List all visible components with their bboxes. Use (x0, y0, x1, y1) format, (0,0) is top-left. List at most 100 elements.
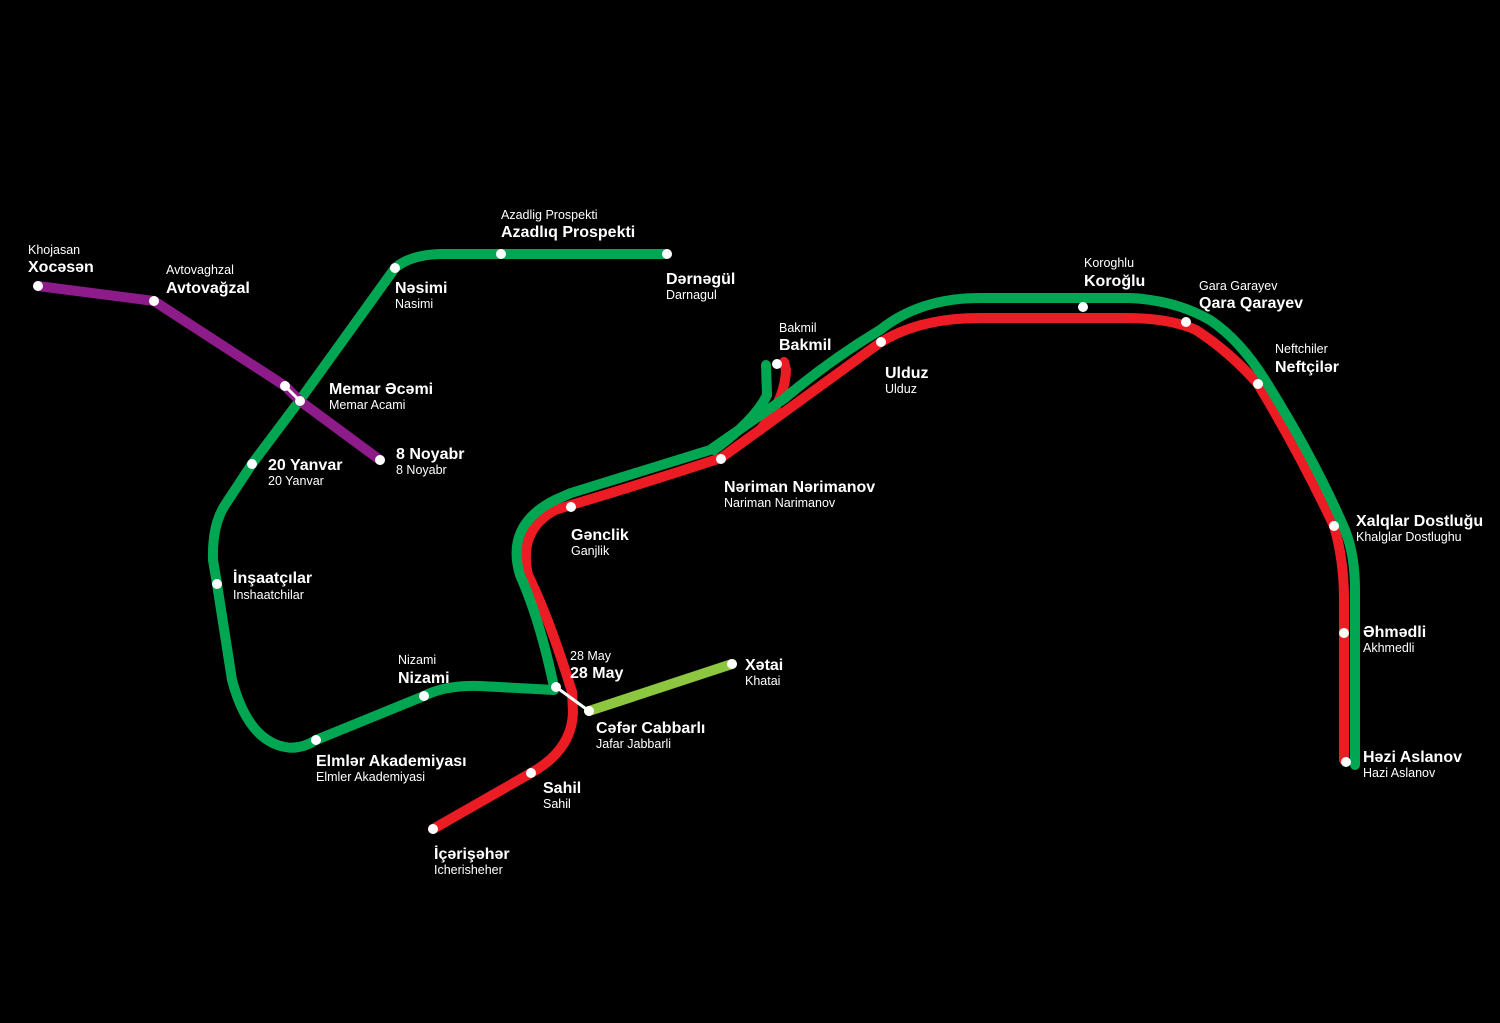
label-sahil: Sahil Sahil (543, 780, 581, 811)
station-label: Cəfər Cabbarlı (596, 720, 705, 737)
station-label: Həzi Aslanov (1363, 749, 1462, 766)
station-icerisheher[interactable] (428, 824, 438, 834)
label-koroglu: Koroghlu Koroğlu (1084, 256, 1145, 290)
station-label: Nizami (398, 670, 450, 687)
purple-line (33, 281, 385, 465)
station-alt-label: Jafar Jabbarli (596, 737, 671, 751)
station-cefer[interactable] (584, 706, 594, 716)
label-dernegul: Dərnəgül Darnagul (666, 271, 735, 302)
station-label: Xətai (745, 657, 783, 674)
station-label: Sahil (543, 780, 581, 797)
station-alt-label: Memar Acami (329, 398, 405, 412)
red-line (428, 313, 1349, 834)
label-avtovagzal: Avtovaghzal Avtovağzal (166, 263, 250, 297)
station-label: Koroğlu (1084, 273, 1145, 290)
station-alt-label: Nariman Narimanov (724, 496, 836, 510)
label-ehmedli: Əhmədli Akhmedli (1363, 624, 1426, 655)
label-bakmil: Bakmil Bakmil (779, 321, 831, 354)
station-label: Avtovağzal (166, 280, 250, 297)
label-20-yanvar: 20 Yanvar 20 Yanvar (268, 457, 342, 488)
label-qara: Gara Garayev Qara Qarayev (1199, 279, 1303, 312)
station-bakmil[interactable] (772, 359, 782, 369)
green-line-east (511, 293, 1360, 770)
station-alt-label: Darnagul (666, 288, 717, 302)
station-20-yanvar[interactable] (247, 459, 257, 469)
station-alt-label: Hazi Aslanov (1363, 766, 1436, 780)
station-alt-label: Khalglar Dostlughu (1356, 530, 1462, 544)
station-ulduz[interactable] (876, 337, 886, 347)
label-elmler: Elmlər Akademiyası Elmler Akademiyasi (316, 753, 467, 784)
station-alt-label: 8 Noyabr (396, 463, 447, 477)
station-label: 20 Yanvar (268, 457, 342, 474)
station-alt-label: Icherisheher (434, 863, 503, 877)
station-ehmedli[interactable] (1339, 628, 1349, 638)
label-xocesen: Khojasan Xocəsən (28, 243, 94, 276)
green-line-bakmil-spur (709, 360, 772, 455)
station-label: Elmlər Akademiyası (316, 753, 467, 770)
station-avtovagzal[interactable] (149, 296, 159, 306)
station-label: Memar Əcəmi (329, 381, 433, 398)
station-qara[interactable] (1181, 317, 1191, 327)
label-8-noyabr: 8 Noyabr 8 Noyabr (396, 446, 464, 477)
station-alt-label: Ulduz (885, 382, 917, 396)
station-label: İçərişəhər (434, 845, 510, 863)
station-alt-label: Gara Garayev (1199, 279, 1278, 293)
label-xalqlar: Xalqlar Dostluğu Khalglar Dostlughu (1356, 513, 1483, 544)
station-memar-ecemi-purple[interactable] (280, 381, 290, 391)
stations (33, 249, 1351, 834)
station-label: İnşaatçılar (233, 569, 312, 587)
label-ulduz: Ulduz Ulduz (885, 365, 929, 396)
label-icerisheher: İçərişəhər Icherisheher (434, 845, 510, 877)
light-green-line (584, 659, 737, 716)
station-alt-label: Inshaatchilar (233, 588, 304, 602)
station-dernegul[interactable] (662, 249, 672, 259)
station-alt-label: Bakmil (779, 321, 817, 335)
station-neftciler[interactable] (1253, 379, 1263, 389)
label-neftciler: Neftchiler Neftçilər (1275, 342, 1339, 376)
label-28-may: 28 May 28 May (570, 649, 623, 682)
station-nizami[interactable] (419, 691, 429, 701)
station-alt-label: Nasimi (395, 297, 433, 311)
label-hezi: Həzi Aslanov Hazi Aslanov (1363, 749, 1462, 780)
station-alt-label: 28 May (570, 649, 612, 663)
station-nariman[interactable] (716, 454, 726, 464)
station-label: Xocəsən (28, 259, 94, 276)
station-koroglu[interactable] (1078, 302, 1088, 312)
label-nesimi: Nəsimi Nasimi (395, 280, 447, 311)
station-alt-label: Azadlig Prospekti (501, 208, 598, 222)
station-8-noyabr[interactable] (375, 455, 385, 465)
station-alt-label: Sahil (543, 797, 571, 811)
station-label: Əhmədli (1363, 624, 1426, 641)
station-nesimi[interactable] (390, 263, 400, 273)
station-genclik[interactable] (566, 502, 576, 512)
station-label: Nəsimi (395, 280, 447, 297)
label-nariman: Nəriman Nərimanov Nariman Narimanov (724, 479, 875, 510)
station-label: Ulduz (885, 365, 929, 382)
station-label: Qara Qarayev (1199, 295, 1303, 312)
station-label: Bakmil (779, 337, 831, 354)
station-sahil[interactable] (526, 768, 536, 778)
station-insaatcilar[interactable] (212, 579, 222, 589)
station-alt-label: Ganjlik (571, 544, 610, 558)
station-xetai[interactable] (727, 659, 737, 669)
station-xalqlar[interactable] (1329, 521, 1339, 531)
station-label: Nəriman Nərimanov (724, 479, 875, 496)
station-label: Dərnəgül (666, 271, 735, 288)
station-label: Azadlıq Prospekti (501, 224, 635, 241)
station-label: 28 May (570, 665, 623, 682)
station-hezi[interactable] (1341, 757, 1351, 767)
station-28-may[interactable] (551, 682, 561, 692)
station-xocesen[interactable] (33, 281, 43, 291)
label-nizami: Nizami Nizami (398, 653, 450, 687)
station-memar-ecemi-green[interactable] (295, 396, 305, 406)
station-alt-label: Avtovaghzal (166, 263, 234, 277)
station-label: Xalqlar Dostluğu (1356, 513, 1483, 530)
station-azadliq[interactable] (496, 249, 506, 259)
station-elmler[interactable] (311, 735, 321, 745)
station-alt-label: Neftchiler (1275, 342, 1328, 356)
station-alt-label: Khojasan (28, 243, 80, 257)
station-alt-label: Koroghlu (1084, 256, 1134, 270)
transfer-28-may (554, 685, 591, 713)
station-label: Gənclik (571, 527, 629, 544)
station-alt-label: Khatai (745, 674, 780, 688)
